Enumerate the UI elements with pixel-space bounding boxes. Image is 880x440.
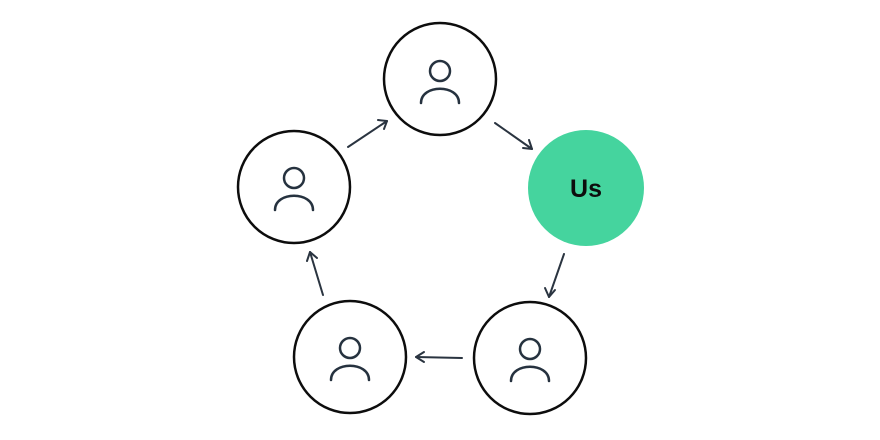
arrow-bottom-right-to-bottom-left (415, 351, 463, 363)
node-us: Us (528, 130, 644, 246)
arrow-us-to-bottom-right (544, 253, 565, 298)
node-left (236, 129, 352, 245)
arrow-left-to-top (347, 119, 388, 148)
arrow-bottom-left-to-left (306, 251, 324, 296)
us-label: Us (570, 175, 602, 203)
arrows-group (306, 119, 565, 363)
node-bottom-left (292, 299, 408, 415)
node-bottom-right (472, 300, 588, 416)
node-top (382, 21, 498, 137)
arrow-top-to-us (494, 122, 533, 150)
